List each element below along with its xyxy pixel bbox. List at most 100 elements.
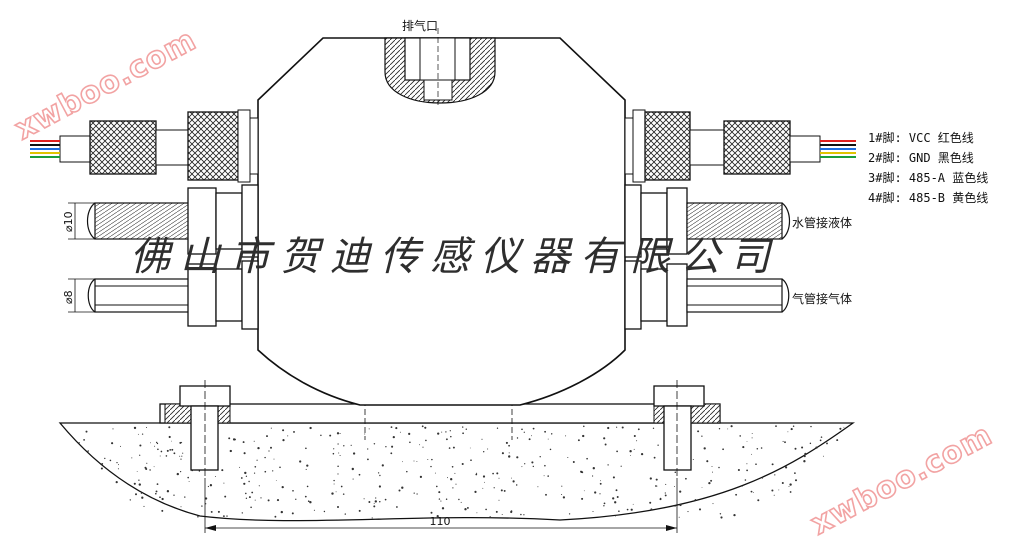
concrete-speckle: [339, 432, 341, 435]
concrete-speckle: [133, 482, 136, 485]
concrete-speckle: [260, 497, 262, 499]
concrete-speckle: [722, 448, 724, 451]
concrete-speckle: [508, 452, 510, 454]
concrete-speckle: [343, 445, 345, 447]
concrete-speckle: [248, 480, 250, 483]
concrete-speckle: [794, 472, 796, 474]
concrete-speckle: [139, 454, 141, 456]
concrete-speckle: [390, 426, 393, 428]
concrete-speckle: [809, 442, 812, 445]
concrete-speckle: [458, 498, 460, 501]
concrete-speckle: [337, 506, 339, 508]
concrete-speckle: [425, 439, 427, 442]
concrete-speckle: [599, 482, 602, 485]
concrete-speckle: [272, 470, 274, 472]
concrete-speckle: [592, 475, 594, 477]
concrete-speckle: [419, 475, 423, 479]
concrete-speckle: [374, 500, 377, 503]
concrete-speckle: [616, 496, 619, 498]
concrete-speckle: [492, 472, 494, 475]
concrete-speckle: [824, 441, 826, 443]
concrete-speckle: [245, 475, 248, 477]
concrete-speckle: [746, 469, 748, 472]
concrete-speckle: [101, 462, 104, 465]
concrete-speckle: [436, 514, 439, 518]
concrete-speckle: [155, 492, 157, 495]
concrete-speckle: [87, 450, 89, 452]
concrete-speckle: [338, 452, 340, 454]
concrete-speckle: [756, 448, 759, 450]
concrete-speckle: [368, 501, 371, 503]
concrete-speckle: [550, 433, 553, 435]
concrete-speckle: [778, 489, 780, 491]
concrete-speckle: [378, 485, 381, 488]
concrete-speckle: [752, 491, 754, 493]
concrete-speckle: [416, 493, 418, 495]
concrete-speckle: [742, 485, 744, 487]
concrete-speckle: [523, 514, 525, 516]
concrete-speckle: [543, 475, 545, 477]
concrete-speckle: [135, 493, 137, 496]
concrete-speckle: [801, 446, 804, 449]
concrete-speckle: [282, 429, 285, 432]
concrete-speckle: [254, 465, 257, 468]
company-name-overlay: 佛山市贺迪传感仪器有限公司: [130, 234, 780, 280]
concrete-speckle: [572, 461, 575, 463]
concrete-speckle: [441, 431, 443, 433]
concrete-speckle: [708, 481, 711, 485]
concrete-speckle: [582, 434, 585, 438]
concrete-speckle: [718, 466, 720, 469]
concrete-speckle: [197, 515, 199, 518]
concrete-speckle: [503, 489, 506, 492]
concrete-speckle: [168, 426, 171, 429]
concrete-speckle: [620, 465, 622, 467]
concrete-speckle: [604, 443, 607, 446]
concrete-speckle: [771, 489, 774, 492]
concrete-speckle: [481, 438, 483, 440]
concrete-speckle: [351, 467, 354, 471]
concrete-speckle: [592, 510, 594, 513]
concrete-speckle: [180, 458, 182, 460]
concrete-speckle: [431, 458, 433, 461]
concrete-speckle: [461, 462, 464, 466]
concrete-speckle: [352, 478, 354, 480]
concrete-speckle: [129, 499, 131, 501]
concrete-speckle: [539, 456, 541, 458]
concrete-speckle: [755, 463, 757, 466]
concrete-speckle: [711, 471, 714, 473]
concrete-speckle: [430, 511, 433, 514]
concrete-speckle: [274, 515, 277, 518]
concrete-speckle: [792, 425, 795, 427]
concrete-speckle: [138, 479, 140, 481]
concrete-speckle: [701, 435, 703, 437]
concrete-speckle: [229, 449, 232, 453]
concrete-speckle: [441, 507, 445, 510]
concrete-speckle: [209, 484, 213, 487]
right-water-fitting: [624, 184, 791, 258]
concrete-speckle: [621, 426, 624, 429]
concrete-speckle: [692, 458, 694, 461]
concrete-speckle: [416, 461, 418, 463]
concrete-speckle: [291, 512, 294, 515]
concrete-speckle: [342, 493, 345, 495]
concrete-speckle: [607, 464, 609, 466]
concrete-speckle: [239, 466, 241, 468]
concrete-speckle: [100, 467, 103, 470]
concrete-speckle: [244, 471, 247, 475]
concrete-speckle: [771, 463, 774, 466]
concrete-speckle: [430, 465, 432, 468]
left-cable-gland: [59, 109, 259, 183]
concrete-speckle: [712, 503, 714, 505]
concrete-speckle: [706, 460, 709, 463]
diameter-dimensions: [68, 202, 95, 313]
concrete-speckle: [270, 446, 272, 449]
concrete-speckle: [592, 467, 595, 470]
concrete-speckle: [156, 483, 159, 485]
pin-1-label: 1#脚: VCC 红色线: [868, 130, 974, 145]
concrete-speckle: [234, 438, 236, 441]
concrete-speckle: [270, 427, 272, 429]
concrete-speckle: [117, 468, 119, 470]
concrete-speckle: [500, 489, 503, 492]
air-pipe-diameter: ⌀8: [62, 290, 75, 304]
concrete-speckle: [532, 427, 535, 430]
